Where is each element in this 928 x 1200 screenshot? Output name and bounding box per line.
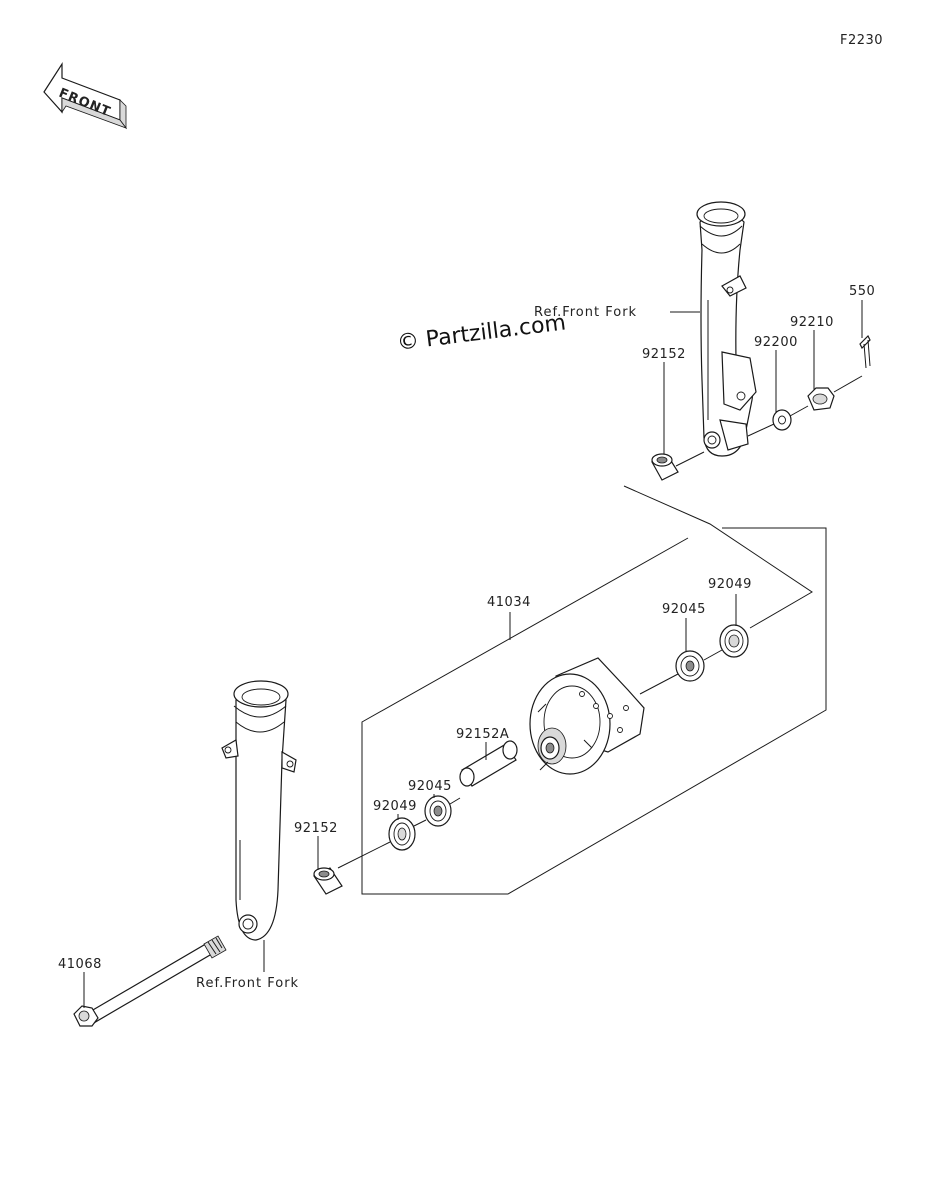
front-fork-leg-upper xyxy=(696,201,757,457)
ref-front-fork-upper-label: Ref.Front Fork xyxy=(534,305,637,320)
collar-92152-left xyxy=(313,867,343,895)
part-label-92049-left: 92049 xyxy=(373,799,417,814)
part-label-92049-right: 92049 xyxy=(708,577,752,592)
assembly-bracket-lines xyxy=(361,485,827,895)
cotter-pin-550 xyxy=(859,334,871,369)
part-label-92152A: 92152A xyxy=(456,727,509,742)
part-label-92152-left: 92152 xyxy=(294,821,338,836)
part-label-41068: 41068 xyxy=(58,957,102,972)
front-fork-leg-lower xyxy=(221,680,297,941)
part-label-92045-left: 92045 xyxy=(408,779,452,794)
part-label-550: 550 xyxy=(849,284,875,299)
axle-41068 xyxy=(73,935,227,1027)
castle-nut-92210 xyxy=(807,387,835,411)
part-label-92200: 92200 xyxy=(754,335,798,350)
figure-code: F2230 xyxy=(840,33,883,48)
part-label-92210: 92210 xyxy=(790,315,834,330)
bearing-92045-left xyxy=(424,795,452,827)
washer-92200 xyxy=(772,409,792,431)
leader-lines xyxy=(83,300,863,1008)
part-label-92045-right: 92045 xyxy=(662,602,706,617)
part-label-41034: 41034 xyxy=(487,595,531,610)
spacer-92152A xyxy=(459,740,518,787)
bearing-92045-right xyxy=(675,650,705,682)
collar-92152-top xyxy=(651,453,679,481)
wheel-hub-41034 xyxy=(529,657,645,775)
ref-front-fork-lower-label: Ref.Front Fork xyxy=(196,976,299,991)
seal-92049-left xyxy=(388,817,416,851)
seal-92049-right xyxy=(719,624,749,658)
front-arrow-icon: FRONT xyxy=(43,61,128,130)
part-label-92152-top: 92152 xyxy=(642,347,686,362)
